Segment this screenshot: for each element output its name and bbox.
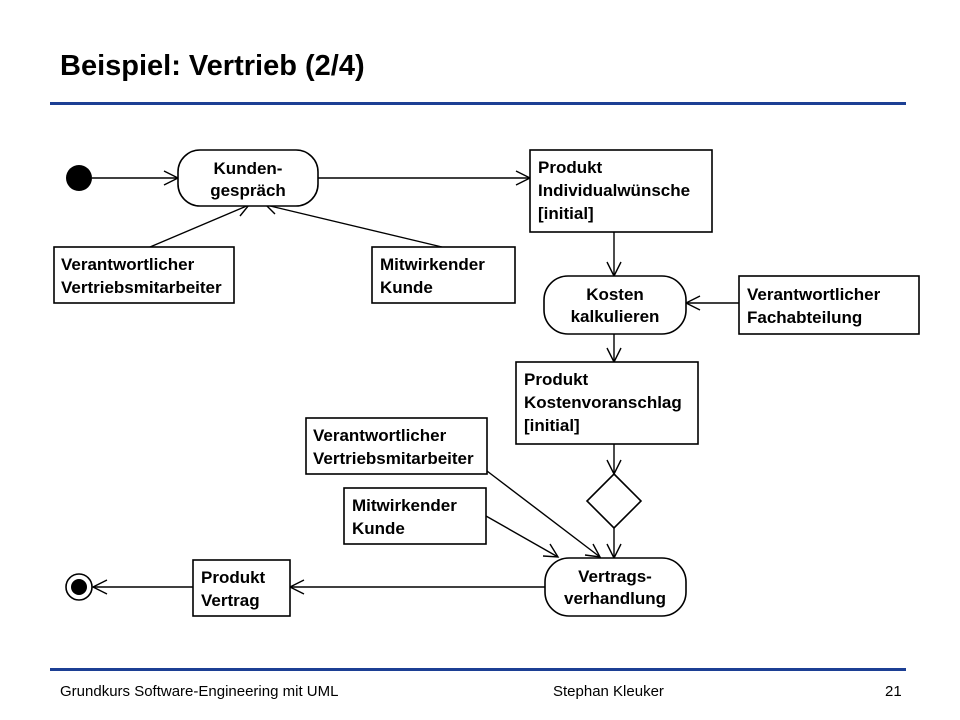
object-label: Fachabteilung bbox=[747, 308, 862, 327]
object-label: Verantwortlicher bbox=[747, 285, 881, 304]
action-label: Vertrags- bbox=[578, 567, 652, 586]
object-produkt-vertrag: Produkt Vertrag bbox=[192, 559, 291, 617]
title-rule bbox=[50, 102, 906, 105]
action-vertragsverhandlung: Vertrags- verhandlung bbox=[544, 557, 687, 617]
slide-title: Beispiel: Vertrieb (2/4) bbox=[60, 50, 365, 82]
object-label: Produkt bbox=[524, 370, 589, 389]
footer-course: Grundkurs Software-Engineering mit UML bbox=[60, 683, 339, 700]
footer-rule bbox=[50, 668, 906, 671]
action-label: Kosten bbox=[586, 285, 644, 304]
object-label: Mitwirkender bbox=[380, 255, 485, 274]
action-kundengespraech: Kunden- gespräch bbox=[177, 149, 319, 207]
object-mitwirkender-kunde-2: Mitwirkender Kunde bbox=[343, 487, 487, 545]
object-label: Vertriebsmitarbeiter bbox=[313, 449, 474, 468]
edge-vertriebsmitarbeiter-to-kundengespraech bbox=[149, 204, 250, 248]
object-produkt-kostenvoranschlag: Produkt Kostenvoranschlag [initial] bbox=[515, 361, 699, 445]
action-label: verhandlung bbox=[564, 589, 666, 608]
final-node-icon bbox=[65, 573, 93, 601]
object-produkt-individualwuensche: Produkt Individualwünsche [initial] bbox=[529, 149, 713, 233]
action-kosten-kalkulieren: Kosten kalkulieren bbox=[543, 275, 687, 335]
footer-page-number: 21 bbox=[885, 683, 902, 700]
object-label: Verantwortlicher bbox=[61, 255, 195, 274]
object-label: Produkt bbox=[538, 158, 603, 177]
object-label: [initial] bbox=[524, 416, 580, 435]
object-verantwortlicher-fachabteilung: Verantwortlicher Fachabteilung bbox=[738, 275, 920, 335]
initial-node-icon bbox=[66, 165, 92, 191]
action-label: kalkulieren bbox=[571, 307, 660, 326]
edge-vertriebsmitarbeiter2-to-vertragsverhandlung bbox=[486, 470, 601, 558]
object-label: Mitwirkender bbox=[352, 496, 457, 515]
object-label: Vertrag bbox=[201, 591, 260, 610]
object-label: [initial] bbox=[538, 204, 594, 223]
footer-author: Stephan Kleuker bbox=[553, 683, 664, 700]
object-verantwortlicher-vertriebsmitarbeiter-2: Verantwortlicher Vertriebsmitarbeiter bbox=[305, 417, 488, 475]
object-label: Kostenvoranschlag bbox=[524, 393, 682, 412]
object-label: Kunde bbox=[380, 278, 433, 297]
object-label: Vertriebsmitarbeiter bbox=[61, 278, 222, 297]
object-label: Kunde bbox=[352, 519, 405, 538]
decision-diamond-icon bbox=[585, 472, 643, 530]
action-label: gespräch bbox=[210, 181, 286, 200]
edge-kunde2-to-vertragsverhandlung bbox=[485, 515, 559, 558]
object-label: Produkt bbox=[201, 568, 266, 587]
object-mitwirkender-kunde-1: Mitwirkender Kunde bbox=[371, 246, 516, 304]
edge-kunde-to-kundengespraech bbox=[265, 204, 443, 248]
object-verantwortlicher-vertriebsmitarbeiter-1: Verantwortlicher Vertriebsmitarbeiter bbox=[53, 246, 235, 304]
action-label: Kunden- bbox=[214, 159, 283, 178]
object-label: Individualwünsche bbox=[538, 181, 690, 200]
object-label: Verantwortlicher bbox=[313, 426, 447, 445]
